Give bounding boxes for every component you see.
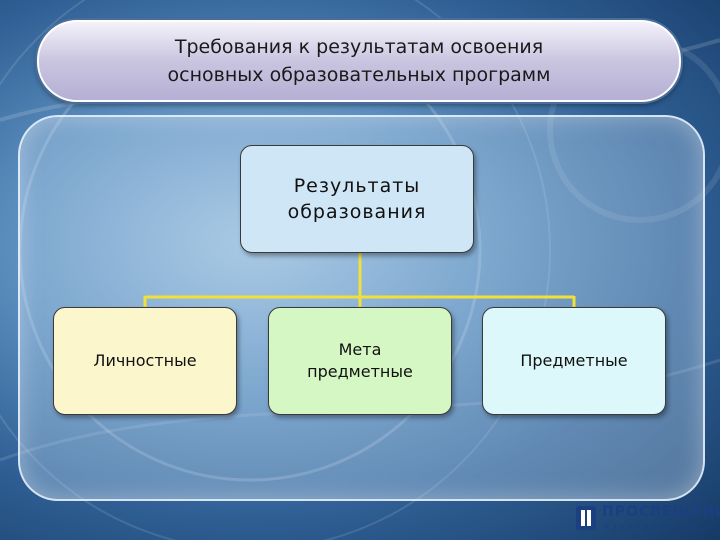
publisher-subtitle: издательство — [604, 522, 698, 531]
publisher-logo-icon — [576, 506, 596, 530]
child-node-subject: Предметные — [482, 307, 666, 415]
publisher-name: ПРОСВЕЩЕНИЕ — [602, 504, 720, 520]
publisher-logo: ПРОСВЕЩЕНИЕ издательство — [572, 502, 720, 536]
child-node-label: Мета — [338, 340, 382, 359]
child-node-label-2: предметные — [307, 362, 413, 381]
title-line-1: Требования к результатам освоения — [174, 36, 544, 58]
title-banner: Требования к результатам освоения основн… — [37, 20, 681, 102]
root-node-line-1: Результаты — [293, 175, 421, 197]
root-node: Результаты образования — [240, 145, 474, 253]
root-node-line-2: образования — [287, 201, 427, 223]
child-node-label: Предметные — [520, 351, 628, 370]
title-line-2: основных образовательных программ — [167, 64, 551, 86]
child-node-meta-subject: Мета предметные — [268, 307, 452, 415]
child-node-label: Личностные — [93, 351, 197, 370]
child-node-personal: Личностные — [53, 307, 237, 415]
